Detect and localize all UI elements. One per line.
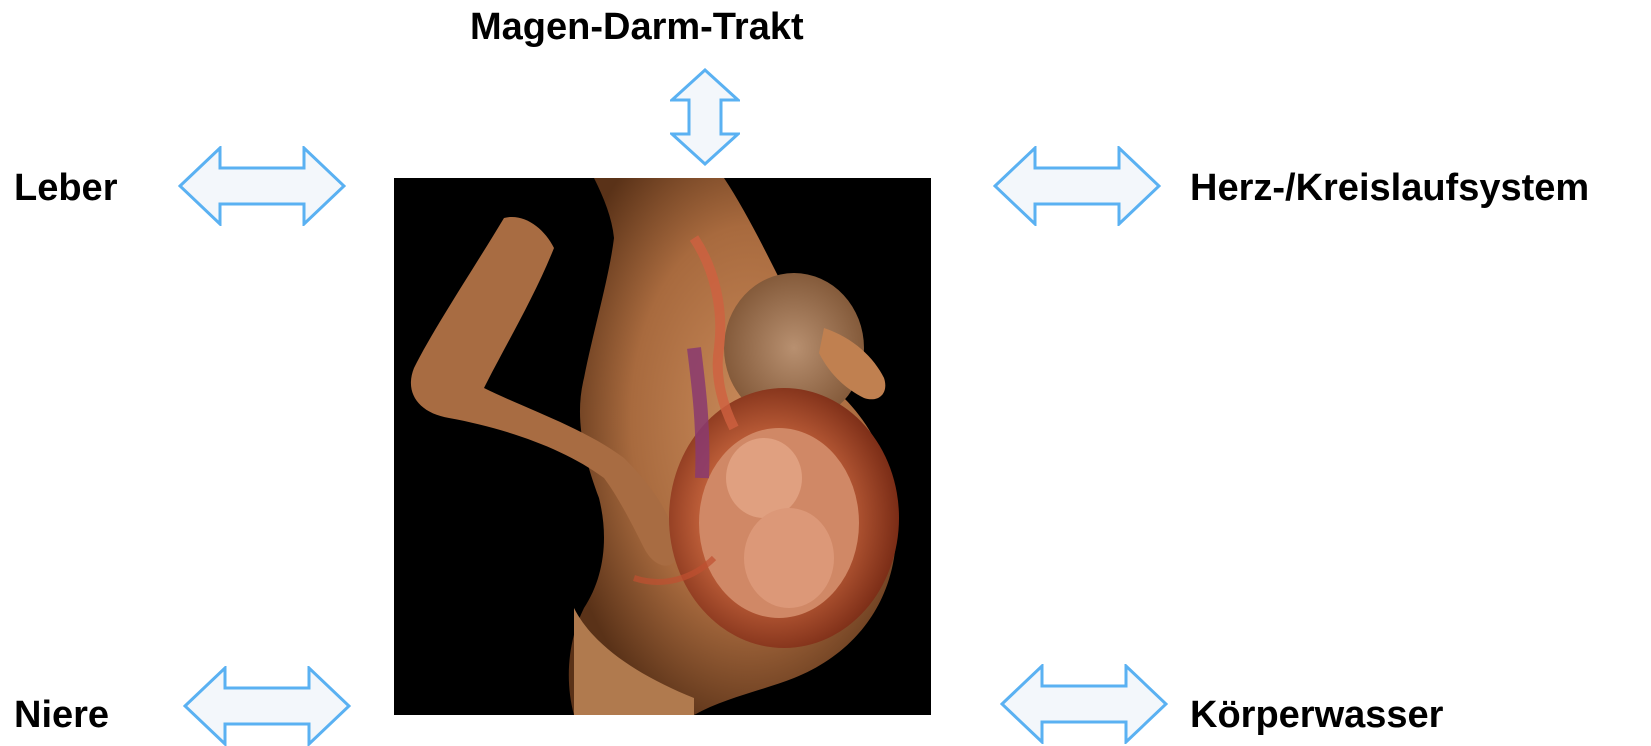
pregnant-anatomy-illustration (394, 178, 931, 715)
vertical-double-arrow-icon (670, 68, 740, 166)
label-niere: Niere (14, 696, 109, 734)
label-herz-kreislaufsystem: Herz-/Kreislaufsystem (1190, 169, 1589, 207)
horizontal-double-arrow-icon (178, 146, 346, 226)
label-koerperwasser: Körperwasser (1190, 696, 1443, 734)
horizontal-double-arrow-icon (1000, 664, 1168, 744)
label-magen-darm-trakt: Magen-Darm-Trakt (470, 8, 804, 46)
horizontal-double-arrow-icon (993, 146, 1161, 226)
label-leber: Leber (14, 169, 117, 207)
horizontal-double-arrow-icon (183, 666, 351, 746)
